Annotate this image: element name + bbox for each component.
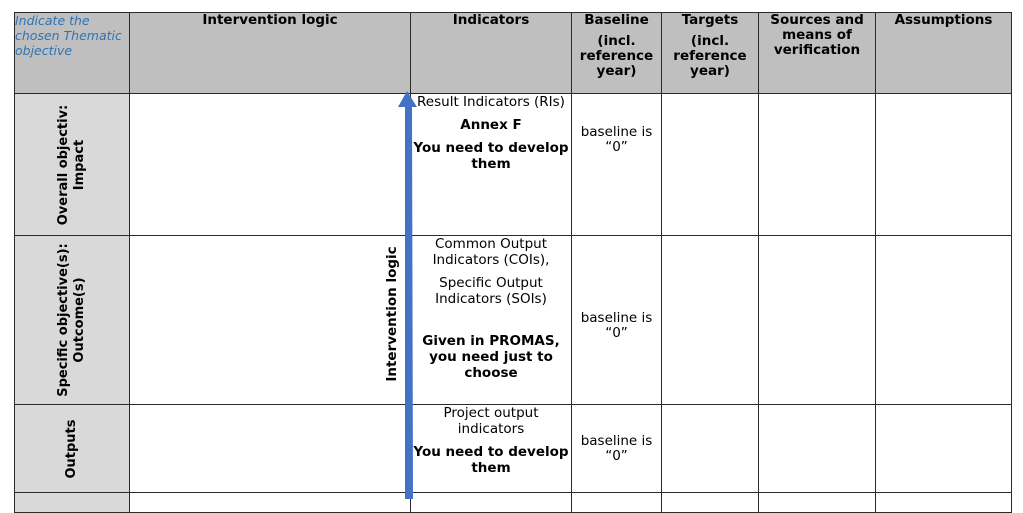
row-label-outcomes-line2: Outcome(s) [72, 277, 87, 363]
indicator-text: Specific Output Indicators (SOIs) [435, 275, 547, 307]
targets-cell [661, 235, 759, 405]
row-label-outputs-line1: Outputs [64, 418, 79, 479]
header-sources: Sources and means of verification [758, 12, 876, 94]
targets-cell [661, 404, 759, 493]
sources-cell [758, 235, 876, 405]
logframe-table: Indicate the chosen Thematic objective I… [14, 12, 1012, 513]
logical-framework-document: Indicate the chosen Thematic objective I… [14, 12, 1012, 513]
row-header-outcomes: Specific objective(s): Outcome(s) [14, 235, 130, 405]
sources-cell [758, 492, 876, 513]
indicator-text: Common Output Indicators (COIs), [432, 236, 550, 268]
baseline-cell-outputs: baseline is “0” [571, 404, 662, 493]
arrow-head [398, 91, 417, 107]
row-label-impact-line1: Overall objectiv: [56, 104, 71, 225]
header-assumptions: Assumptions [875, 12, 1012, 94]
header-targets-title: Targets [681, 12, 739, 28]
header-baseline-sub: (incl. reference year) [579, 33, 654, 79]
indicator-text: Project output indicators [443, 405, 539, 437]
baseline-cell-outcomes: baseline is “0” [571, 235, 662, 405]
indicator-text: You need to develop them [413, 140, 569, 172]
assumptions-cell [875, 404, 1012, 493]
assumptions-cell [875, 93, 1012, 236]
header-row: Indicate the chosen Thematic objective I… [14, 12, 1012, 94]
baseline-cell-impact: baseline is “0” [571, 93, 662, 236]
intervention-logic-cell [129, 93, 411, 236]
row-impact: Overall objectiv: Impact Result Indicato… [14, 93, 1012, 236]
row-label-impact-line2: Impact [72, 139, 87, 190]
indicator-text: Result Indicators (RIs) [417, 94, 565, 110]
header-targets: Targets (incl. reference year) [661, 12, 759, 94]
header-intervention-logic: Intervention logic [129, 12, 411, 94]
indicators-cell-outcomes: Common Output Indicators (COIs), Specifi… [410, 235, 572, 405]
row-outcomes: Specific objective(s): Outcome(s) Common… [14, 235, 1012, 405]
indicator-text: Annex F [460, 117, 522, 133]
targets-cell [661, 492, 759, 513]
row-header-partial [14, 492, 130, 513]
row-outputs: Outputs Project output indicators You ne… [14, 404, 1012, 493]
header-baseline: Baseline (incl. reference year) [571, 12, 662, 94]
sources-cell [758, 93, 876, 236]
assumptions-cell [875, 492, 1012, 513]
intervention-logic-cell [129, 235, 411, 405]
row-partial [14, 492, 1012, 513]
row-label-outcomes-line1: Specific objective(s): [56, 243, 71, 397]
intervention-logic-cell [129, 404, 411, 493]
intervention-logic-arrow [398, 91, 417, 499]
arrow-shaft [405, 104, 413, 499]
header-baseline-title: Baseline [584, 12, 649, 28]
row-header-impact: Overall objectiv: Impact [14, 93, 130, 236]
indicators-cell-outputs: Project output indicators You need to de… [410, 404, 572, 493]
sources-cell [758, 404, 876, 493]
assumptions-cell [875, 235, 1012, 405]
indicators-cell-impact: Result Indicators (RIs) Annex F You need… [410, 93, 572, 236]
header-indicators: Indicators [410, 12, 572, 94]
indicator-text: You need to develop them [413, 444, 569, 476]
intervention-logic-cell [129, 492, 411, 513]
row-header-outputs: Outputs [14, 404, 130, 493]
intervention-logic-arrow-label: Intervention logic [384, 246, 400, 382]
indicators-cell [410, 492, 572, 513]
baseline-cell [571, 492, 662, 513]
header-thematic-objective: Indicate the chosen Thematic objective [14, 12, 130, 94]
header-targets-sub: (incl. reference year) [673, 33, 747, 79]
targets-cell [661, 93, 759, 236]
indicator-text: Given in PROMAS, you need just to choose [422, 333, 560, 381]
